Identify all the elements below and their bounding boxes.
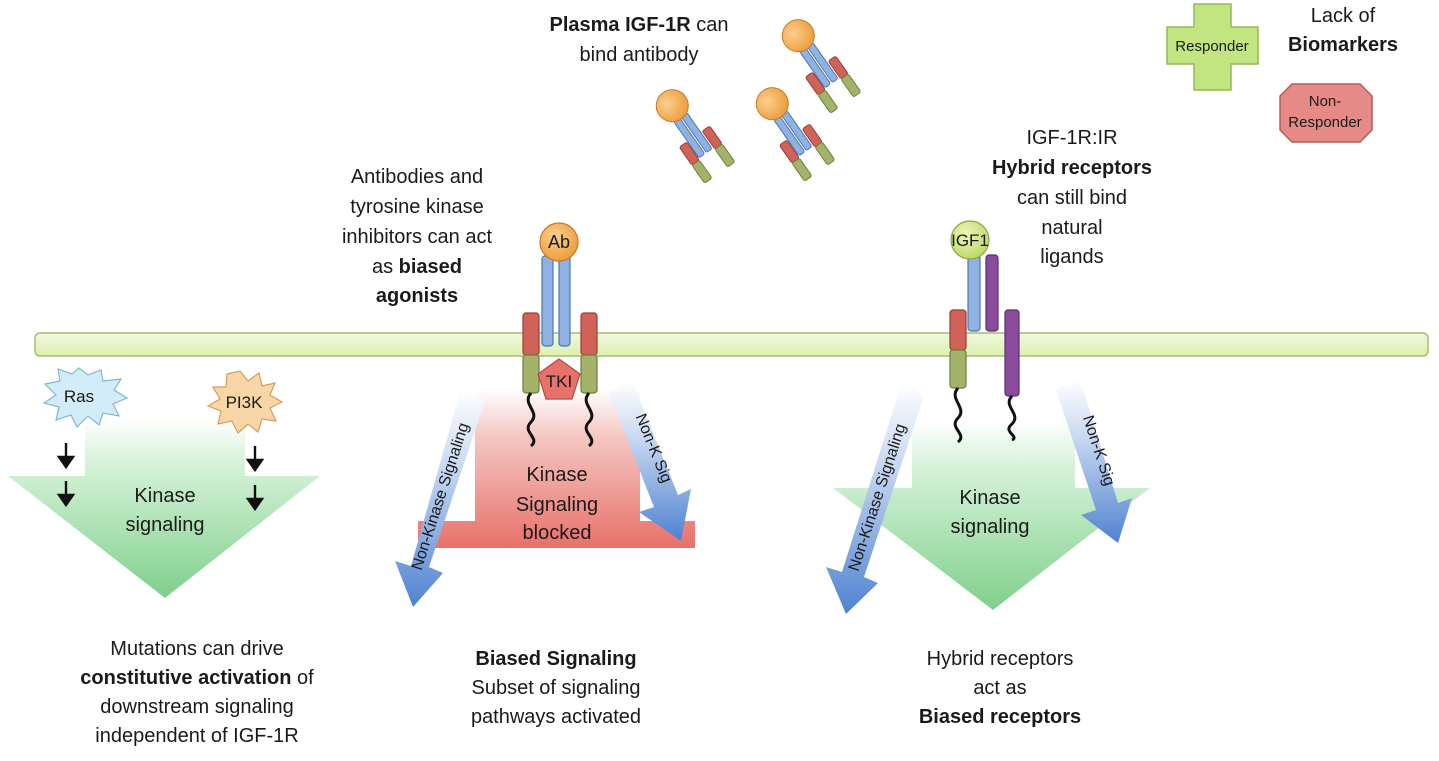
hybrid-note-line4: natural (1041, 217, 1102, 239)
plasma-subtitle: bind antibody (580, 44, 699, 66)
tki-label: TKI (546, 372, 572, 391)
middle-nonkinase-arrow (395, 389, 485, 607)
antibody-note-line3: inhibitors can act (342, 226, 493, 248)
hybrid-receptor (949, 254, 1020, 444)
caption-right-line2: act as (973, 677, 1026, 699)
plasma-receptor-1 (781, 19, 861, 113)
caption-left-line2: constitutive activation of (80, 667, 314, 689)
right-nonkinase-arrow (826, 382, 924, 614)
pi3k-down-arrows (245, 446, 265, 512)
responder-label: Responder (1175, 38, 1248, 55)
caption-left-line4: independent of IGF-1R (95, 725, 298, 747)
caption-middle-line3: pathways activated (471, 706, 641, 728)
blocked-line2: Signaling (516, 494, 598, 516)
cell-membrane (34, 332, 1429, 357)
middle-nonk-arrow (609, 381, 691, 541)
non-responder-label-2: Responder (1288, 114, 1361, 131)
blocked-line1: Kinase (526, 464, 587, 486)
blocked-line3: blocked (523, 522, 592, 544)
ras-burst (42, 367, 129, 429)
tki-inhibitor (537, 358, 581, 400)
plasma-receptor-2 (655, 89, 735, 183)
biomarkers-label: Biomarkers (1288, 34, 1398, 56)
right-kinase-line1: Kinase (959, 487, 1020, 509)
hybrid-note-line5: ligands (1040, 246, 1103, 268)
ras-label: Ras (64, 387, 94, 406)
left-kinase-arrow (8, 418, 320, 598)
right-kinase-line2: signaling (951, 516, 1030, 538)
pi3k-burst (206, 370, 284, 434)
plasma-receptor-3 (755, 87, 835, 181)
caption-middle-title: Biased Signaling (475, 648, 636, 670)
igf1-label: IGF1 (951, 231, 989, 250)
non-responder-octagon (1279, 83, 1373, 143)
ab-ligand (539, 222, 579, 262)
caption-left-line3: downstream signaling (100, 696, 293, 718)
caption-left-line1: Mutations can drive (110, 638, 283, 660)
antibody-note-line5: agonists (376, 285, 458, 307)
right-kinase-arrow (833, 420, 1150, 610)
antibody-note-line1: Antibodies and (351, 166, 483, 188)
antibody-note-line2: tyrosine kinase (350, 196, 483, 218)
middle-nonkinase-label: Non-Kinase Signaling (409, 421, 473, 573)
hybrid-note-line3: can still bind (1017, 187, 1127, 209)
left-kinase-line2: signaling (126, 514, 205, 536)
responder-cross (1166, 3, 1259, 91)
igf1-ligand (950, 220, 990, 260)
hybrid-note-line1: IGF-1R:IR (1026, 127, 1117, 149)
non-responder-label-1: Non- (1309, 93, 1342, 110)
plasma-title: Plasma IGF-1R can (550, 14, 729, 36)
antibody-note-line4: as biased (372, 256, 462, 278)
left-kinase-line1: Kinase (134, 485, 195, 507)
ab-label: Ab (548, 232, 570, 252)
lack-of-label: Lack of (1311, 5, 1376, 27)
right-nonk-arrow (1056, 379, 1132, 543)
caption-middle-line2: Subset of signaling (471, 677, 640, 699)
caption-right-line1: Hybrid receptors (927, 648, 1074, 670)
caption-right-title: Biased receptors (919, 706, 1081, 728)
pi3k-label: PI3K (226, 393, 264, 412)
hybrid-note-line2: Hybrid receptors (992, 157, 1152, 179)
ras-down-arrows (56, 443, 76, 508)
